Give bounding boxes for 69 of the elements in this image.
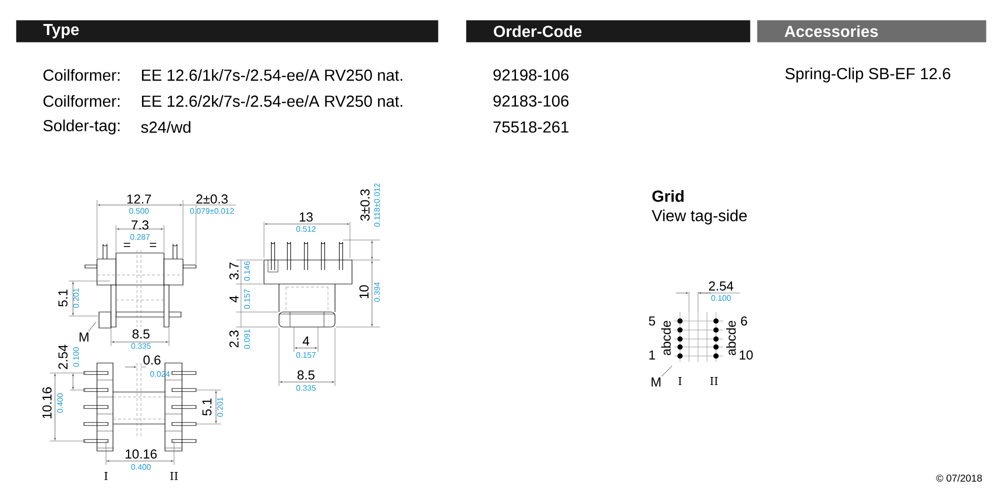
inch-dimension-text: 0.091 — [244, 329, 250, 349]
inch-dimension-text: 0.079±0.012 — [190, 208, 234, 214]
inch-dimension-text: 0.335 — [296, 385, 316, 391]
dimension-text: 10 — [359, 285, 369, 298]
dimension-text: 0.6 — [143, 355, 160, 365]
inch-dimension-text: 0.512 — [296, 226, 316, 232]
table-cell: Coilformer: — [44, 69, 120, 81]
dimension-text: 7.3 — [132, 220, 148, 230]
inch-dimension-text: 0.287 — [130, 234, 150, 240]
order-code: 92183-106 — [493, 95, 568, 107]
pin-letters: abcde — [661, 320, 671, 356]
table-cell: Spring-Clip SB-EF 12.6 — [785, 68, 950, 82]
inch-dimension-text: 0.100 — [711, 295, 731, 301]
dimension-text: 4 — [230, 296, 238, 302]
dimension-text: 12.7 — [127, 194, 151, 204]
side-numeral: I — [104, 472, 108, 480]
dimension-text: 13 — [300, 212, 313, 222]
table-cell: EE 12.6/2k/7s-/2.54-ee/A RV250 nat. — [142, 95, 402, 107]
dimension-text: 3.7 — [229, 262, 239, 280]
subheading: View tag-side — [652, 210, 747, 224]
pin-number: 10 — [740, 350, 753, 360]
part-marker: M — [652, 378, 660, 386]
inch-dimension-text: 0.400 — [131, 464, 151, 470]
heading: Grid — [652, 190, 684, 202]
inch-dimension-text: 0.100 — [73, 347, 79, 367]
inch-dimension-text: 0.201 — [217, 397, 223, 417]
dimension-text: 2±0.3 — [196, 194, 228, 204]
inch-dimension-text: 0.157 — [296, 352, 316, 358]
pin-number: 6 — [741, 316, 748, 326]
dimension-text: 10.16 — [42, 387, 52, 418]
dimension-text: 8.5 — [132, 329, 150, 339]
inch-dimension-text: 0.394 — [374, 282, 380, 302]
order-code: 92198-106 — [493, 69, 568, 81]
table-cell: s24/wd — [141, 121, 190, 133]
dimension-text: 5.1 — [202, 398, 212, 416]
dimension-text: 2.54 — [709, 281, 734, 291]
dimension-text: 10.16 — [126, 449, 157, 459]
copyright-note: © 07/2018 — [936, 474, 982, 482]
dimension-text: 3±0.3 — [360, 189, 370, 221]
dimension-text: 2.3 — [229, 330, 239, 348]
side-numeral: II — [710, 377, 718, 386]
inch-dimension-text: 0.118±0.012 — [374, 184, 380, 227]
leader-line — [661, 366, 672, 377]
side-numeral: II — [170, 472, 178, 480]
table-cell: EE 12.6/1k/7s-/2.54-ee/A RV250 nat. — [142, 69, 402, 81]
inch-dimension-text: 0.335 — [131, 343, 151, 349]
side-numeral: I — [678, 377, 682, 386]
pin-letters: abcde — [726, 320, 736, 356]
inch-dimension-text: 0.157 — [244, 289, 250, 309]
equal-sign: = — [150, 242, 156, 247]
pin-number: 5 — [648, 316, 656, 326]
header-bar: Accessories — [757, 20, 986, 42]
inch-dimension-text: 0.201 — [73, 288, 79, 308]
order-code: 75518-261 — [494, 121, 568, 133]
equal-sign: = — [124, 242, 130, 247]
dimension-text: 4 — [302, 336, 310, 346]
inch-dimension-text: 0.500 — [129, 208, 149, 214]
inch-dimension-text: 0.400 — [57, 393, 63, 413]
inch-dimension-text: 0.146 — [244, 261, 250, 281]
table-cell: Coilformer: — [44, 95, 120, 107]
pin-number: 1 — [649, 350, 655, 360]
header-bar: Order-Code — [466, 20, 750, 42]
dimension-text: 8.5 — [298, 370, 314, 380]
leader-line — [88, 322, 96, 332]
header-bar: Type — [16, 20, 438, 42]
table-cell: Solder-tag: — [43, 120, 120, 134]
dimension-text: 5.1 — [58, 290, 68, 307]
part-marker: M — [80, 332, 88, 342]
dimension-text: 2.54 — [58, 344, 68, 369]
